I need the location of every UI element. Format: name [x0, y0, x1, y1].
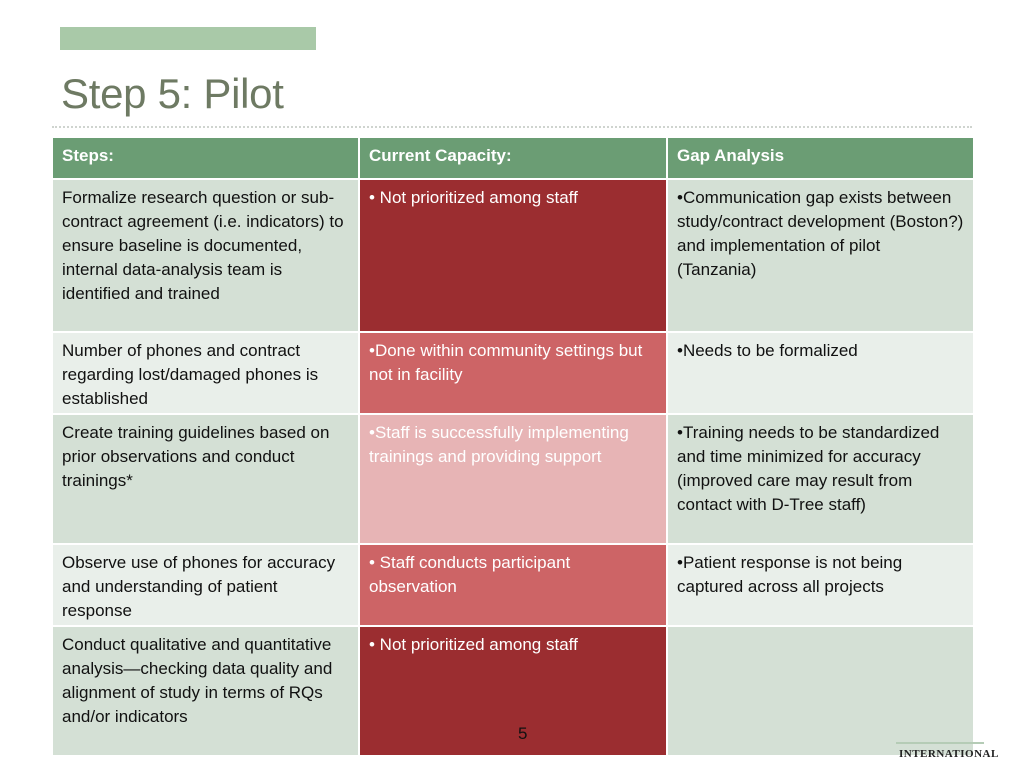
title-accent-bar — [60, 27, 316, 50]
step-cell: Formalize research question or sub-contr… — [51, 178, 360, 333]
gap-cell: •Needs to be formalized — [666, 331, 975, 415]
step-cell: Observe use of phones for accuracy and u… — [51, 543, 360, 627]
capacity-cell: • Not prioritized among staff — [358, 625, 668, 757]
step-cell: Number of phones and contract regarding … — [51, 331, 360, 415]
table-row: Formalize research question or sub-contr… — [51, 178, 975, 333]
table-row: Observe use of phones for accuracy and u… — [51, 543, 975, 627]
title-divider — [52, 126, 972, 128]
capacity-cell: •Done within community settings but not … — [358, 331, 668, 415]
slide-title: Step 5: Pilot — [61, 70, 284, 117]
capacity-cell: • Not prioritized among staff — [358, 178, 668, 333]
logo-wordmark: INTERNATIONAL — [899, 748, 999, 760]
gap-cell: •Patient response is not being captured … — [666, 543, 975, 627]
pilot-table: Steps: Current Capacity: Gap Analysis Fo… — [51, 136, 975, 757]
table-row: Number of phones and contract regarding … — [51, 331, 975, 415]
table-row: Create training guidelines based on prio… — [51, 413, 975, 545]
table-row: Conduct qualitative and quantitative ana… — [51, 625, 975, 757]
capacity-cell: • Staff conducts participant observation — [358, 543, 668, 627]
header-steps: Steps: — [51, 136, 360, 180]
gap-cell — [666, 625, 975, 757]
page-number: 5 — [518, 724, 528, 743]
step-cell: Conduct qualitative and quantitative ana… — [51, 625, 360, 757]
header-current-capacity: Current Capacity: — [358, 136, 668, 180]
table-header-row: Steps: Current Capacity: Gap Analysis — [51, 136, 975, 180]
logo-rule — [896, 742, 984, 744]
capacity-cell: •Staff is successfully implementing trai… — [358, 413, 668, 545]
step-cell: Create training guidelines based on prio… — [51, 413, 360, 545]
gap-cell: •Communication gap exists between study/… — [666, 178, 975, 333]
gap-cell: •Training needs to be standardized and t… — [666, 413, 975, 545]
header-gap-analysis: Gap Analysis — [666, 136, 975, 180]
